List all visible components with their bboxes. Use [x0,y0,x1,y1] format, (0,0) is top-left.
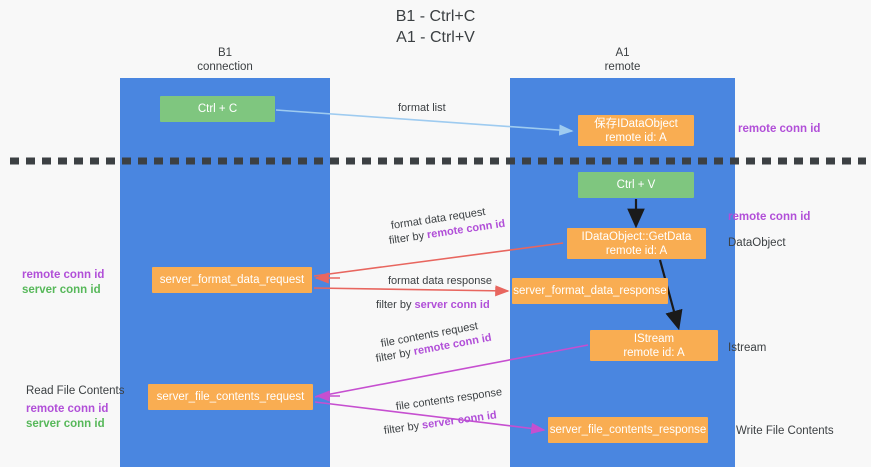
node-server-format-data-request[interactable]: server_format_data_request [152,267,312,293]
arrow-label-format-data-response: format data response [388,275,492,287]
lane-header-b1: B1 connection [120,46,330,74]
node-save-idataobject-line2: remote id: A [605,131,667,144]
node-istream-line1: IStream [633,332,675,345]
annotation-right-remote-conn-id-mid: remote conn id [728,211,811,223]
filter-prefix: filter by [376,299,415,311]
node-save-idataobject[interactable]: 保存IDataObject remote id: A [578,115,694,146]
arrow-label-format-list: format list [398,102,446,114]
annotation-left-remote-conn-id-bottom: remote conn id [26,403,109,415]
node-server-file-contents-request-label: server_file_contents_request [156,391,305,403]
filter-prefix: filter by [383,419,423,437]
lane-header-b1-name: B1 [217,47,233,59]
annotation-right-remote-conn-id-top: remote conn id [738,123,821,135]
annotation-left-read-file-contents: Read File Contents [26,385,125,397]
node-istream-line2: remote id: A [623,346,685,359]
annotation-right-dataobject: DataObject [728,237,786,249]
node-idataobject-getdata-line1: IDataObject::GetData [581,230,692,243]
node-server-format-data-request-label: server_format_data_request [159,274,305,286]
lane-header-a1-name: A1 [615,47,630,59]
node-server-file-contents-response[interactable]: server_file_contents_response [548,417,708,443]
node-ctrl-v-label: Ctrl + V [616,179,656,191]
annotation-left-server-conn-id-bottom: server conn id [26,418,105,430]
node-save-idataobject-line1: 保存IDataObject [594,117,678,130]
arrow-label-format-data-response-filter: filter by server conn id [376,298,490,312]
annotation-left-server-conn-id-mid: server conn id [22,284,101,296]
title-line-2: A1 - Ctrl+V [396,29,475,46]
node-ctrl-c-label: Ctrl + C [197,103,238,115]
filter-prefix: filter by [374,346,415,365]
node-ctrl-c[interactable]: Ctrl + C [160,96,275,122]
page-title: B1 - Ctrl+C A1 - Ctrl+V [0,6,871,48]
annotation-left-remote-conn-id-mid: remote conn id [22,269,105,281]
node-istream[interactable]: IStream remote id: A [590,330,718,361]
lane-header-a1: A1 remote [510,46,735,74]
connector-format-data-response [313,285,510,297]
annotation-right-istream: Istream [728,342,767,354]
node-server-file-contents-request[interactable]: server_file_contents_request [148,384,313,410]
node-idataobject-getdata[interactable]: IDataObject::GetData remote id: A [567,228,706,259]
node-server-format-data-response-label: server_format_data_response [513,285,667,297]
node-server-format-data-response[interactable]: server_format_data_response [512,278,668,304]
node-ctrl-v[interactable]: Ctrl + V [578,172,694,198]
filter-key-server-conn-id: server conn id [421,409,498,432]
node-idataobject-getdata-line2: remote id: A [605,244,668,257]
annotation-right-write-file-contents: Write File Contents [736,425,834,437]
lane-header-b1-role: connection [197,61,253,73]
node-server-file-contents-response-label: server_file_contents_response [549,424,707,436]
filter-key-server-conn-id: server conn id [414,299,490,311]
title-line-1: B1 - Ctrl+C [395,8,476,25]
lane-header-a1-role: remote [604,61,641,73]
